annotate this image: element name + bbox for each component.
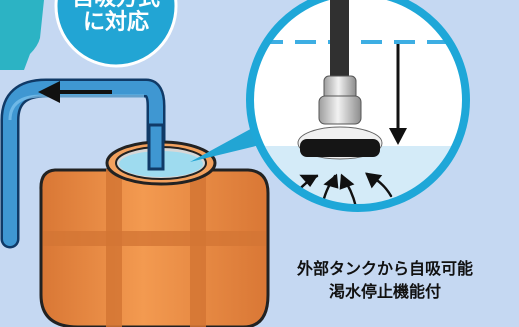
left-teal-panel [0,0,44,70]
caption-line-2: 渇水停止機能付 [328,282,441,301]
orange-tank [39,123,270,327]
badge-line-2: に対応 [82,10,149,35]
callout-pointer [190,126,264,162]
badge-line-1: 自吸方式 [60,0,172,10]
feature-badge [54,0,178,68]
left-arrow-icon [38,81,112,103]
caption-line-1: 外部タンクから自吸可能 [296,259,473,278]
hose-group [0,78,166,249]
